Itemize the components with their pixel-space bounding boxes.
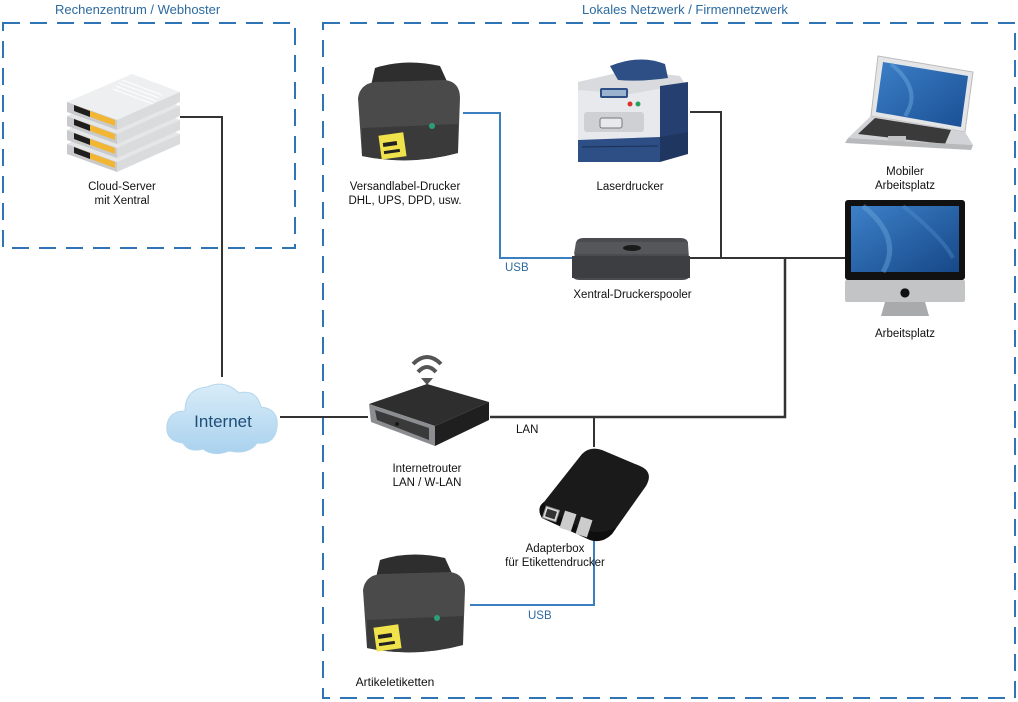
laser-printer-label: Laserdrucker xyxy=(570,180,690,194)
shipping-printer-label-line1: Versandlabel-Drucker xyxy=(349,181,461,193)
usb-top-label: USB xyxy=(505,262,529,274)
router-icon xyxy=(369,355,489,446)
shipping-printer-label: Versandlabel-Drucker DHL, UPS, DPD, usw. xyxy=(330,180,480,208)
router-label-line1: Internetrouter xyxy=(392,463,462,475)
shipping-printer-label-line2: DHL, UPS, DPD, usw. xyxy=(348,195,462,207)
datacenter-zone-title: Rechenzentrum / Webhoster xyxy=(55,2,221,17)
print-spooler-icon xyxy=(572,238,690,280)
server-internet-line xyxy=(180,116,223,377)
cloud-server-label: Cloud-Server mit Xentral xyxy=(62,180,182,208)
laptop-label-line1: Mobiler xyxy=(886,166,924,178)
laser-printer-label-line1: Laserdrucker xyxy=(596,181,664,193)
laptop-label-line2: Arbeitsplatz xyxy=(874,180,936,192)
local-network-zone-title: Lokales Netzwerk / Firmennetzwerk xyxy=(582,2,788,17)
internet-label: Internet xyxy=(194,412,252,431)
usb-shipping-printer-line xyxy=(463,112,572,259)
lan-backbone-line xyxy=(490,258,787,419)
laptop-icon xyxy=(845,55,974,150)
cloud-server-label-line1: Cloud-Server xyxy=(88,181,156,193)
lan-label: LAN xyxy=(516,424,539,436)
laptop-label: Mobiler Arbeitsplatz xyxy=(845,165,965,193)
article-label-printer-icon xyxy=(363,554,465,653)
server-stack-icon xyxy=(67,74,180,172)
internet-cloud-icon xyxy=(166,383,278,455)
adapter-box-label-line2: für Etikettendrucker xyxy=(505,557,605,569)
desktop-label-line1: Arbeitsplatz xyxy=(874,328,936,340)
laser-printer-line xyxy=(690,111,722,258)
usb-label-printer-line xyxy=(470,538,595,606)
datacenter-zone-border xyxy=(2,22,296,249)
spooler-label: Xentral-Druckerspooler xyxy=(560,288,705,302)
article-label-printer-label: Artikeletiketten xyxy=(340,675,450,689)
usb-bottom-label: USB xyxy=(528,610,552,622)
adapter-box-label: Adapterbox für Etikettendrucker xyxy=(495,542,615,570)
desktop-computer-icon: ● xyxy=(845,200,965,316)
adapter-box-label-line1: Adapterbox xyxy=(525,543,585,555)
article-label-printer-label-line1: Artikeletiketten xyxy=(355,675,435,689)
adapter-box-icon xyxy=(539,448,649,542)
desktop-label: Arbeitsplatz xyxy=(845,327,965,341)
svg-text:●: ● xyxy=(900,285,910,299)
local-network-zone-border xyxy=(322,22,1016,699)
router-label-line2: LAN / W-LAN xyxy=(392,477,462,489)
label-printer-icon xyxy=(358,62,460,161)
cloud-server-label-line2: mit Xentral xyxy=(94,195,150,207)
spooler-label-line1: Xentral-Druckerspooler xyxy=(573,289,692,301)
router-label: Internetrouter LAN / W-LAN xyxy=(365,462,489,490)
laser-printer-icon xyxy=(578,59,688,162)
